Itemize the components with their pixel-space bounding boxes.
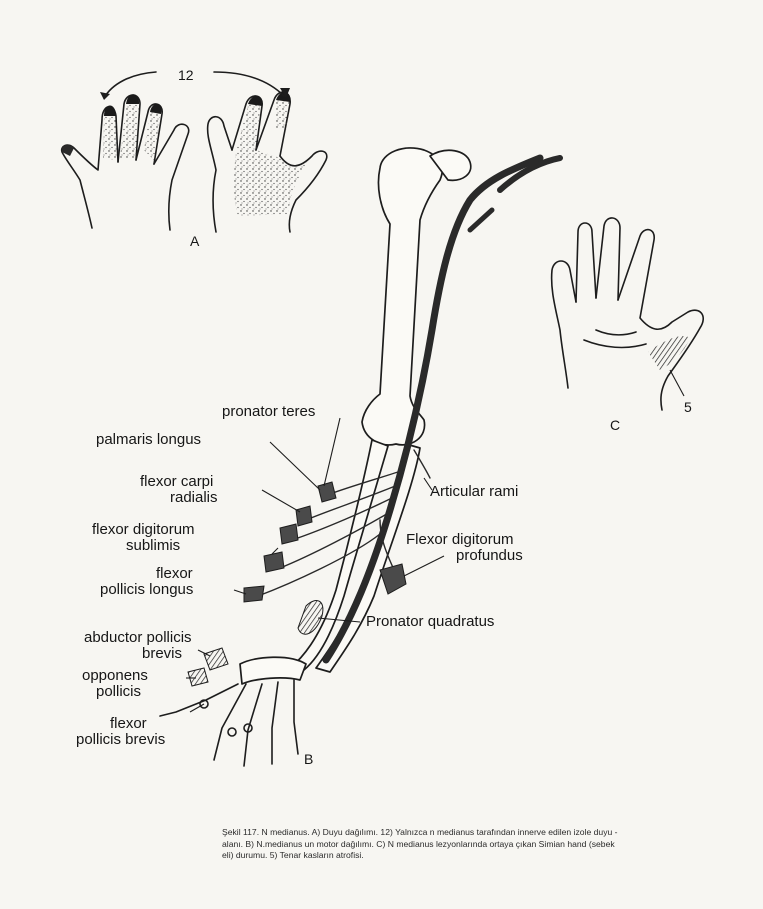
right-arrow-icon <box>214 72 284 96</box>
label-flexor-digitorum-sublimis-line2: sublimis <box>126 537 180 554</box>
panel-b-label: B <box>304 751 313 767</box>
palmar-hand-illustration <box>208 92 327 232</box>
label-flexor-pollicis-longus-line1: flexor <box>156 565 193 582</box>
label-pronator-quadratus: Pronator quadratus <box>366 613 494 630</box>
label-opponens-pollicis-line1: opponens <box>82 667 148 684</box>
dorsal-hand-illustration <box>62 94 189 230</box>
median-nerve <box>326 158 540 660</box>
label-flexor-carpi-radialis-line1: flexor carpi <box>140 473 213 490</box>
humerus-bone <box>362 148 442 445</box>
caption-line-1: Şekil 117. N medianus. A) Duyu dağılımı.… <box>222 827 722 839</box>
label-flexor-digitorum-profundus-line1: Flexor digitorum <box>406 531 514 548</box>
label-abductor-pollicis-brevis-line1: abductor pollicis <box>84 629 192 646</box>
left-arrow-icon <box>104 72 156 98</box>
label-opponens-pollicis-line2: pollicis <box>96 683 141 700</box>
label-flexor-digitorum-profundus-line2: profundus <box>456 547 523 564</box>
label-flexor-pollicis-brevis-line2: pollicis brevis <box>76 731 165 748</box>
label-flexor-carpi-radialis-line2: radialis <box>170 489 218 506</box>
label-pronator-teres: pronator teres <box>222 403 315 420</box>
panel-b-motor-arm: pronator teres palmaris longus flexor ca… <box>76 148 560 767</box>
label-palmaris-longus: palmaris longus <box>96 431 201 448</box>
panel-a-label: A <box>190 233 200 249</box>
figure-caption: Şekil 117. N medianus. A) Duyu dağılımı.… <box>222 827 722 862</box>
label-flexor-digitorum-sublimis-line1: flexor digitorum <box>92 521 195 538</box>
caption-line-3: eli) durumu. 5) Tenar kasların atrofisi. <box>222 850 722 862</box>
panel-c-simian-hand: 5 C <box>552 218 704 433</box>
label-flexor-pollicis-longus-line2: pollicis longus <box>100 581 193 598</box>
panel-c-label: C <box>610 417 620 433</box>
panel-a-sensory-hands: 12 A <box>62 67 327 249</box>
label-articular-rami: Articular rami <box>430 483 518 500</box>
hand-skeleton <box>160 657 306 766</box>
number-5-label: 5 <box>684 399 692 415</box>
label-flexor-pollicis-brevis-line1: flexor <box>110 715 147 732</box>
caption-line-2: alanı. B) N.medianus un motor dağılımı. … <box>222 839 722 851</box>
label-abductor-pollicis-brevis-line2: brevis <box>142 645 182 662</box>
number-12-label: 12 <box>178 67 194 83</box>
